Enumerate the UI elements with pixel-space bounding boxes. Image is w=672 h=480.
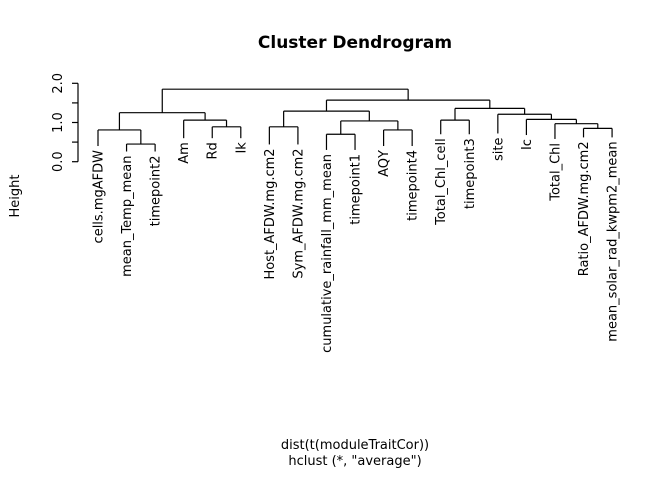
leaf-label: Total_Chl_cell (434, 138, 449, 226)
leaf-label: Ratio_AFDW.mg.cm2 (577, 141, 592, 276)
leaf-label: Ik (234, 142, 249, 154)
caption-block: dist(t(moduleTraitCor)) hclust (*, "aver… (38, 438, 672, 469)
sub-caption: hclust (*, "average") (288, 453, 422, 469)
leaf-label: Sym_AFDW.mg.cm2 (291, 148, 306, 278)
leaf-label: Am (177, 142, 192, 164)
leaf-label: Ic (520, 139, 535, 150)
chart-title: Cluster Dendrogram (257, 33, 453, 53)
leaf-label: mean_Temp_mean (120, 156, 135, 277)
leaf-label: cells.mgAFDW (92, 150, 107, 244)
leaf-label: mean_solar_rad_kwpm2_mean (606, 141, 621, 341)
y-axis-tick-label: 0.0 (51, 151, 66, 172)
leaf-label: AQY (377, 150, 392, 177)
y-axis-title: Height (8, 175, 23, 218)
leaf-label: timepoint2 (149, 156, 164, 227)
y-axis-tick-label: 2.0 (51, 73, 66, 94)
y-axis-tick-label: 1.0 (51, 112, 66, 133)
xlab-caption: dist(t(moduleTraitCor)) (280, 438, 430, 453)
leaf-label: Host_AFDW.mg.cm2 (263, 148, 278, 279)
leaf-label: Rd (206, 142, 221, 159)
leaf-label: timepoint3 (463, 138, 478, 209)
leaf-label: site (491, 137, 506, 160)
leaf-label: Total_Chl (548, 143, 563, 202)
leaf-label: timepoint1 (349, 154, 364, 225)
leaf-label: cumulative_rainfall_mm_mean (320, 154, 335, 353)
leaf-label: timepoint4 (406, 150, 421, 221)
